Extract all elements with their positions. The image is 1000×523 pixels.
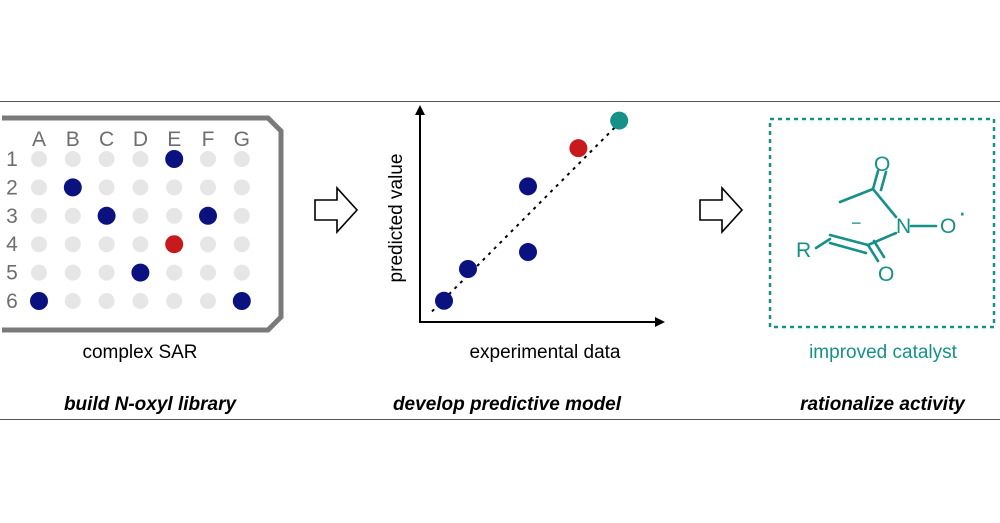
well-F6 — [200, 293, 216, 309]
bond-r — [814, 237, 832, 250]
well-E2 — [166, 179, 183, 196]
well-B4 — [64, 236, 81, 253]
column-label-C: C — [99, 128, 114, 151]
well-D1 — [132, 151, 149, 167]
library-footer: build N-oxyl library — [63, 394, 237, 415]
row-label-6: 6 — [6, 290, 18, 313]
column-label-F: F — [202, 128, 215, 151]
row-label-1: 1 — [6, 148, 18, 171]
bond-co-bottom-1 — [866, 243, 880, 263]
well-D3 — [132, 207, 149, 224]
well-G4 — [233, 236, 250, 253]
well-E5 — [166, 264, 183, 281]
row-label-2: 2 — [6, 176, 18, 199]
well-B1 — [64, 151, 81, 167]
well-A6 — [30, 292, 48, 310]
model-footer: develop predictive model — [392, 394, 622, 415]
well-A5 — [31, 264, 47, 281]
well-E6 — [166, 293, 183, 309]
bond-c-n-top — [871, 187, 898, 219]
bond-co-top-1 — [871, 169, 880, 191]
well-A3 — [31, 207, 47, 224]
n-oxyl-structure: O N O · R O − — [796, 153, 967, 286]
well-C2 — [98, 179, 115, 196]
well-B3 — [64, 207, 81, 224]
well-F3 — [199, 206, 217, 225]
well-F2 — [200, 179, 216, 196]
atom-o-radical: O — [940, 215, 956, 238]
bond-enol-1 — [828, 233, 870, 247]
column-label-B: B — [66, 128, 80, 151]
atom-n: N — [896, 215, 911, 238]
well-C3 — [97, 206, 116, 225]
data-point-5 — [569, 139, 588, 158]
row-label-4: 4 — [6, 233, 18, 256]
bond-enol-2 — [828, 241, 868, 255]
process-arrow-icon — [314, 185, 359, 235]
column-label-D: D — [133, 128, 148, 151]
bottom-divider — [0, 419, 1000, 420]
data-point-1 — [435, 291, 453, 310]
well-C5 — [98, 264, 115, 281]
atom-o-top: O — [874, 153, 890, 176]
well-B5 — [64, 264, 81, 281]
well-G6 — [232, 292, 251, 310]
well-C1 — [98, 151, 115, 167]
well-F4 — [200, 236, 216, 253]
well-F5 — [200, 264, 216, 281]
data-point-6 — [610, 111, 629, 130]
well-G3 — [233, 207, 250, 224]
well-A2 — [31, 179, 47, 196]
well-D2 — [132, 179, 149, 196]
column-label-E: E — [167, 128, 181, 151]
column-label-A: A — [32, 128, 46, 151]
well-E1 — [165, 150, 184, 168]
top-divider — [0, 101, 1000, 102]
catalyst-frame — [768, 117, 996, 329]
well-G5 — [233, 264, 250, 281]
well-B2 — [63, 178, 82, 197]
column-label-G: G — [234, 128, 250, 151]
r-group: R — [796, 239, 811, 262]
catalyst-footer: rationalize activity — [800, 394, 965, 415]
bond-co-top-2 — [879, 170, 888, 192]
well-D6 — [132, 293, 149, 309]
data-point-3 — [519, 243, 537, 262]
well-A1 — [31, 151, 47, 167]
negative-charge: − — [851, 213, 862, 233]
plate-outline — [2, 115, 284, 333]
well-C4 — [98, 236, 115, 253]
catalyst-caption: improved catalyst — [809, 342, 957, 363]
well-F1 — [200, 151, 216, 167]
bond-methyl — [838, 187, 875, 204]
atom-o-bottom: O — [878, 263, 894, 286]
y-axis-label: predicted value — [386, 153, 407, 283]
process-arrow-icon-2 — [699, 185, 744, 235]
bond-co-bottom-2 — [872, 239, 886, 259]
trendline — [431, 119, 623, 313]
data-point-4 — [519, 177, 537, 196]
row-label-3: 3 — [6, 205, 18, 228]
bond-n-c-bottom — [866, 231, 898, 247]
data-point-2 — [459, 260, 477, 278]
x-axis-label: experimental data — [469, 342, 621, 363]
well-B6 — [64, 293, 81, 309]
radical-dot: · — [958, 197, 967, 227]
prediction-chart — [415, 105, 665, 327]
well-E4 — [165, 235, 184, 254]
well-G1 — [233, 151, 250, 167]
well-C6 — [98, 293, 115, 309]
well-A4 — [31, 236, 47, 253]
well-G2 — [233, 179, 250, 196]
well-D5 — [131, 263, 150, 282]
well-E3 — [166, 207, 183, 224]
well-D4 — [132, 236, 149, 253]
library-caption: complex SAR — [82, 342, 198, 363]
row-label-5: 5 — [6, 262, 18, 285]
